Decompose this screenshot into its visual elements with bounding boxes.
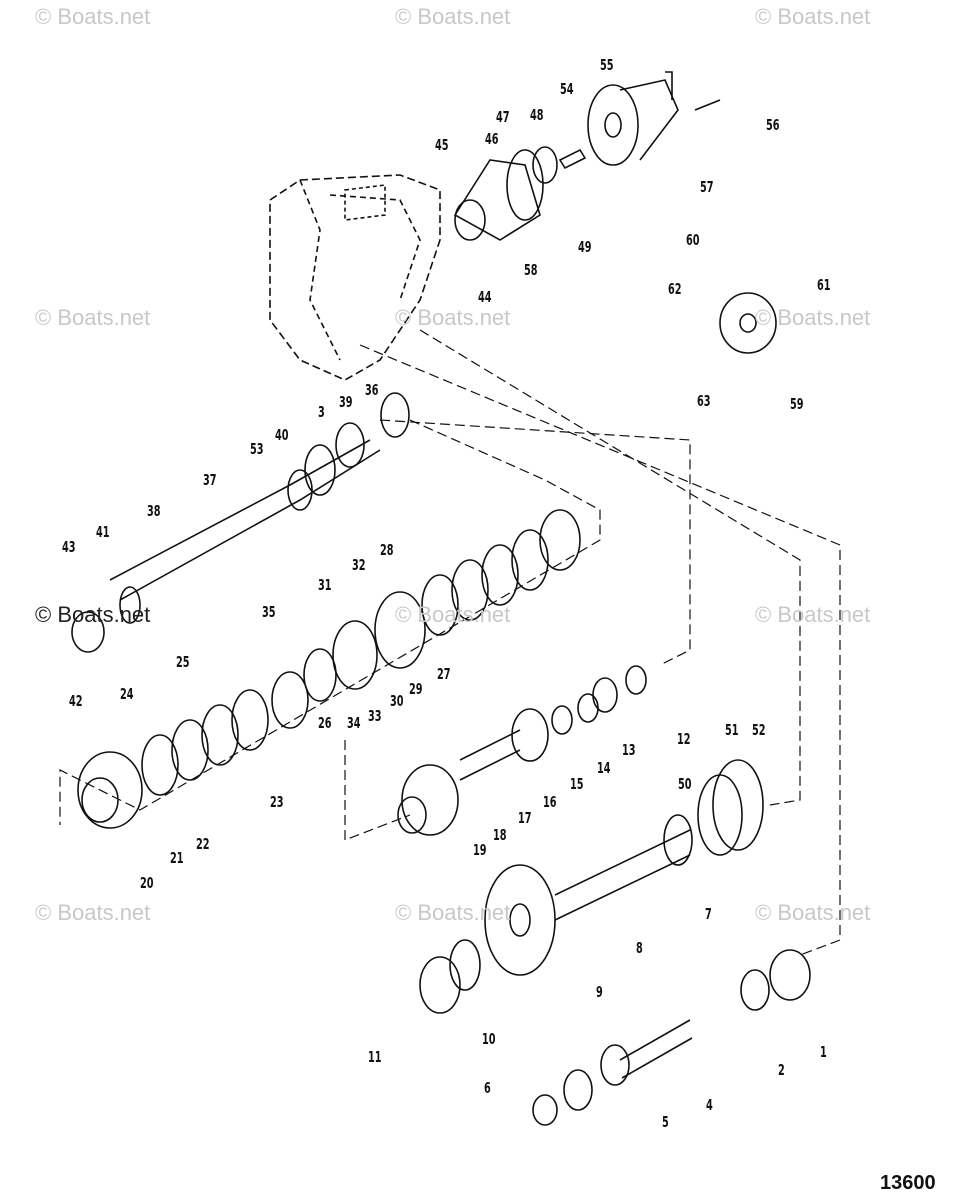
callout-22: 22 — [196, 835, 210, 853]
callout-13: 13 — [622, 741, 636, 759]
callout-53: 53 — [250, 440, 264, 458]
callout-58: 58 — [524, 261, 538, 279]
callout-30: 30 — [390, 692, 404, 710]
callout-59: 59 — [790, 395, 804, 413]
watermark: © Boats.net — [395, 305, 511, 330]
callout-33: 33 — [368, 707, 382, 725]
callout-24: 24 — [120, 685, 134, 703]
watermark: © Boats.net — [35, 305, 151, 330]
callout-55: 55 — [600, 56, 614, 74]
assembly-leader-lines — [59, 329, 841, 956]
callout-26: 26 — [318, 714, 332, 732]
callout-11: 11 — [368, 1048, 382, 1066]
callout-42: 42 — [69, 692, 83, 710]
transmission-housing — [269, 174, 441, 381]
figure-number: 13600 — [880, 1172, 936, 1194]
callout-1: 1 — [820, 1043, 827, 1061]
callout-3: 3 — [318, 403, 325, 421]
pinion-assembly — [532, 949, 811, 1126]
callout-19: 19 — [473, 841, 487, 859]
callout-34: 34 — [347, 714, 361, 732]
callout-9: 9 — [596, 983, 603, 1001]
output-shaft — [419, 759, 764, 1014]
callout-29: 29 — [409, 680, 423, 698]
callout-45: 45 — [435, 136, 449, 154]
callout-61: 61 — [817, 276, 831, 294]
callout-21: 21 — [170, 849, 184, 867]
callout-39: 39 — [339, 393, 353, 411]
callout-44: 44 — [478, 288, 492, 306]
callout-35: 35 — [262, 603, 276, 621]
reverse-gear-train — [397, 665, 647, 836]
callout-36: 36 — [365, 381, 379, 399]
callout-46: 46 — [485, 130, 499, 148]
callout-37: 37 — [203, 471, 217, 489]
callout-16: 16 — [543, 793, 557, 811]
callout-40: 40 — [275, 426, 289, 444]
watermark: © Boats.net — [35, 602, 151, 627]
callout-43: 43 — [62, 538, 76, 556]
callout-47: 47 — [496, 108, 510, 126]
callout-18: 18 — [493, 826, 507, 844]
callout-41: 41 — [96, 523, 110, 541]
callout-38: 38 — [147, 502, 161, 520]
callout-12: 12 — [677, 730, 691, 748]
watermark: © Boats.net — [395, 602, 511, 627]
callout-50: 50 — [678, 775, 692, 793]
callout-28: 28 — [380, 541, 394, 559]
callout-2: 2 — [778, 1061, 785, 1079]
callout-56: 56 — [766, 116, 780, 134]
watermark: © Boats.net — [395, 4, 511, 29]
callout-27: 27 — [437, 665, 451, 683]
callout-5: 5 — [662, 1113, 669, 1131]
callout-20: 20 — [140, 874, 154, 892]
callout-10: 10 — [482, 1030, 496, 1048]
watermark: © Boats.net — [755, 305, 871, 330]
callout-63: 63 — [697, 392, 711, 410]
callout-4: 4 — [706, 1096, 713, 1114]
callout-32: 32 — [352, 556, 366, 574]
callout-17: 17 — [518, 809, 532, 827]
callout-57: 57 — [700, 178, 714, 196]
input-shaft — [71, 392, 410, 653]
watermark: © Boats.net — [755, 4, 871, 29]
callout-23: 23 — [270, 793, 284, 811]
callout-7: 7 — [705, 905, 712, 923]
watermark: © Boats.net — [755, 602, 871, 627]
watermark: © Boats.net — [35, 900, 151, 925]
callout-49: 49 — [578, 238, 592, 256]
adapter-assembly — [453, 71, 777, 354]
watermark: © Boats.net — [35, 4, 151, 29]
callout-60: 60 — [686, 231, 700, 249]
callout-48: 48 — [530, 106, 544, 124]
callout-52: 52 — [752, 721, 766, 739]
callout-62: 62 — [668, 280, 682, 298]
callout-15: 15 — [570, 775, 584, 793]
callout-6: 6 — [484, 1079, 491, 1097]
watermark: © Boats.net — [395, 900, 511, 925]
callout-31: 31 — [318, 576, 332, 594]
callout-51: 51 — [725, 721, 739, 739]
callout-8: 8 — [636, 939, 643, 957]
upper-clutch-pack — [303, 509, 581, 702]
lower-clutch-pack — [77, 671, 309, 829]
callout-54: 54 — [560, 80, 574, 98]
callout-14: 14 — [597, 759, 611, 777]
callout-25: 25 — [176, 653, 190, 671]
watermark: © Boats.net — [755, 900, 871, 925]
